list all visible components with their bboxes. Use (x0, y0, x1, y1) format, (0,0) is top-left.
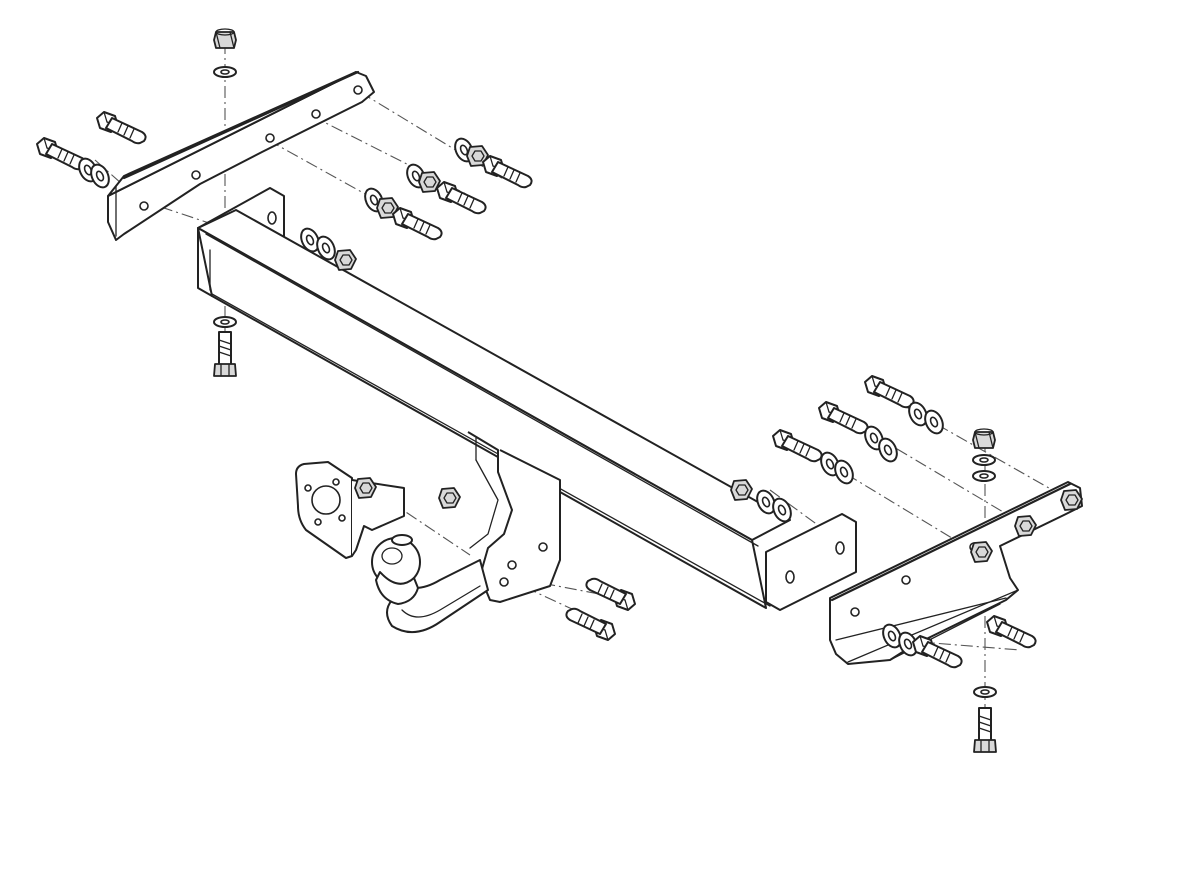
right-side-bracket (829, 481, 1083, 665)
right-bracket-rear-fasteners (772, 375, 948, 488)
cross-beam (197, 187, 857, 611)
assembly-center-lines (94, 42, 1071, 750)
right-bottom-fastener-stack (973, 686, 997, 753)
left-side-bracket (107, 70, 375, 241)
tow-ball-neck (371, 534, 489, 633)
right-top-fastener-stack (972, 428, 996, 482)
socket-plate (295, 461, 405, 559)
left-bracket-rear-fasteners (360, 134, 533, 241)
